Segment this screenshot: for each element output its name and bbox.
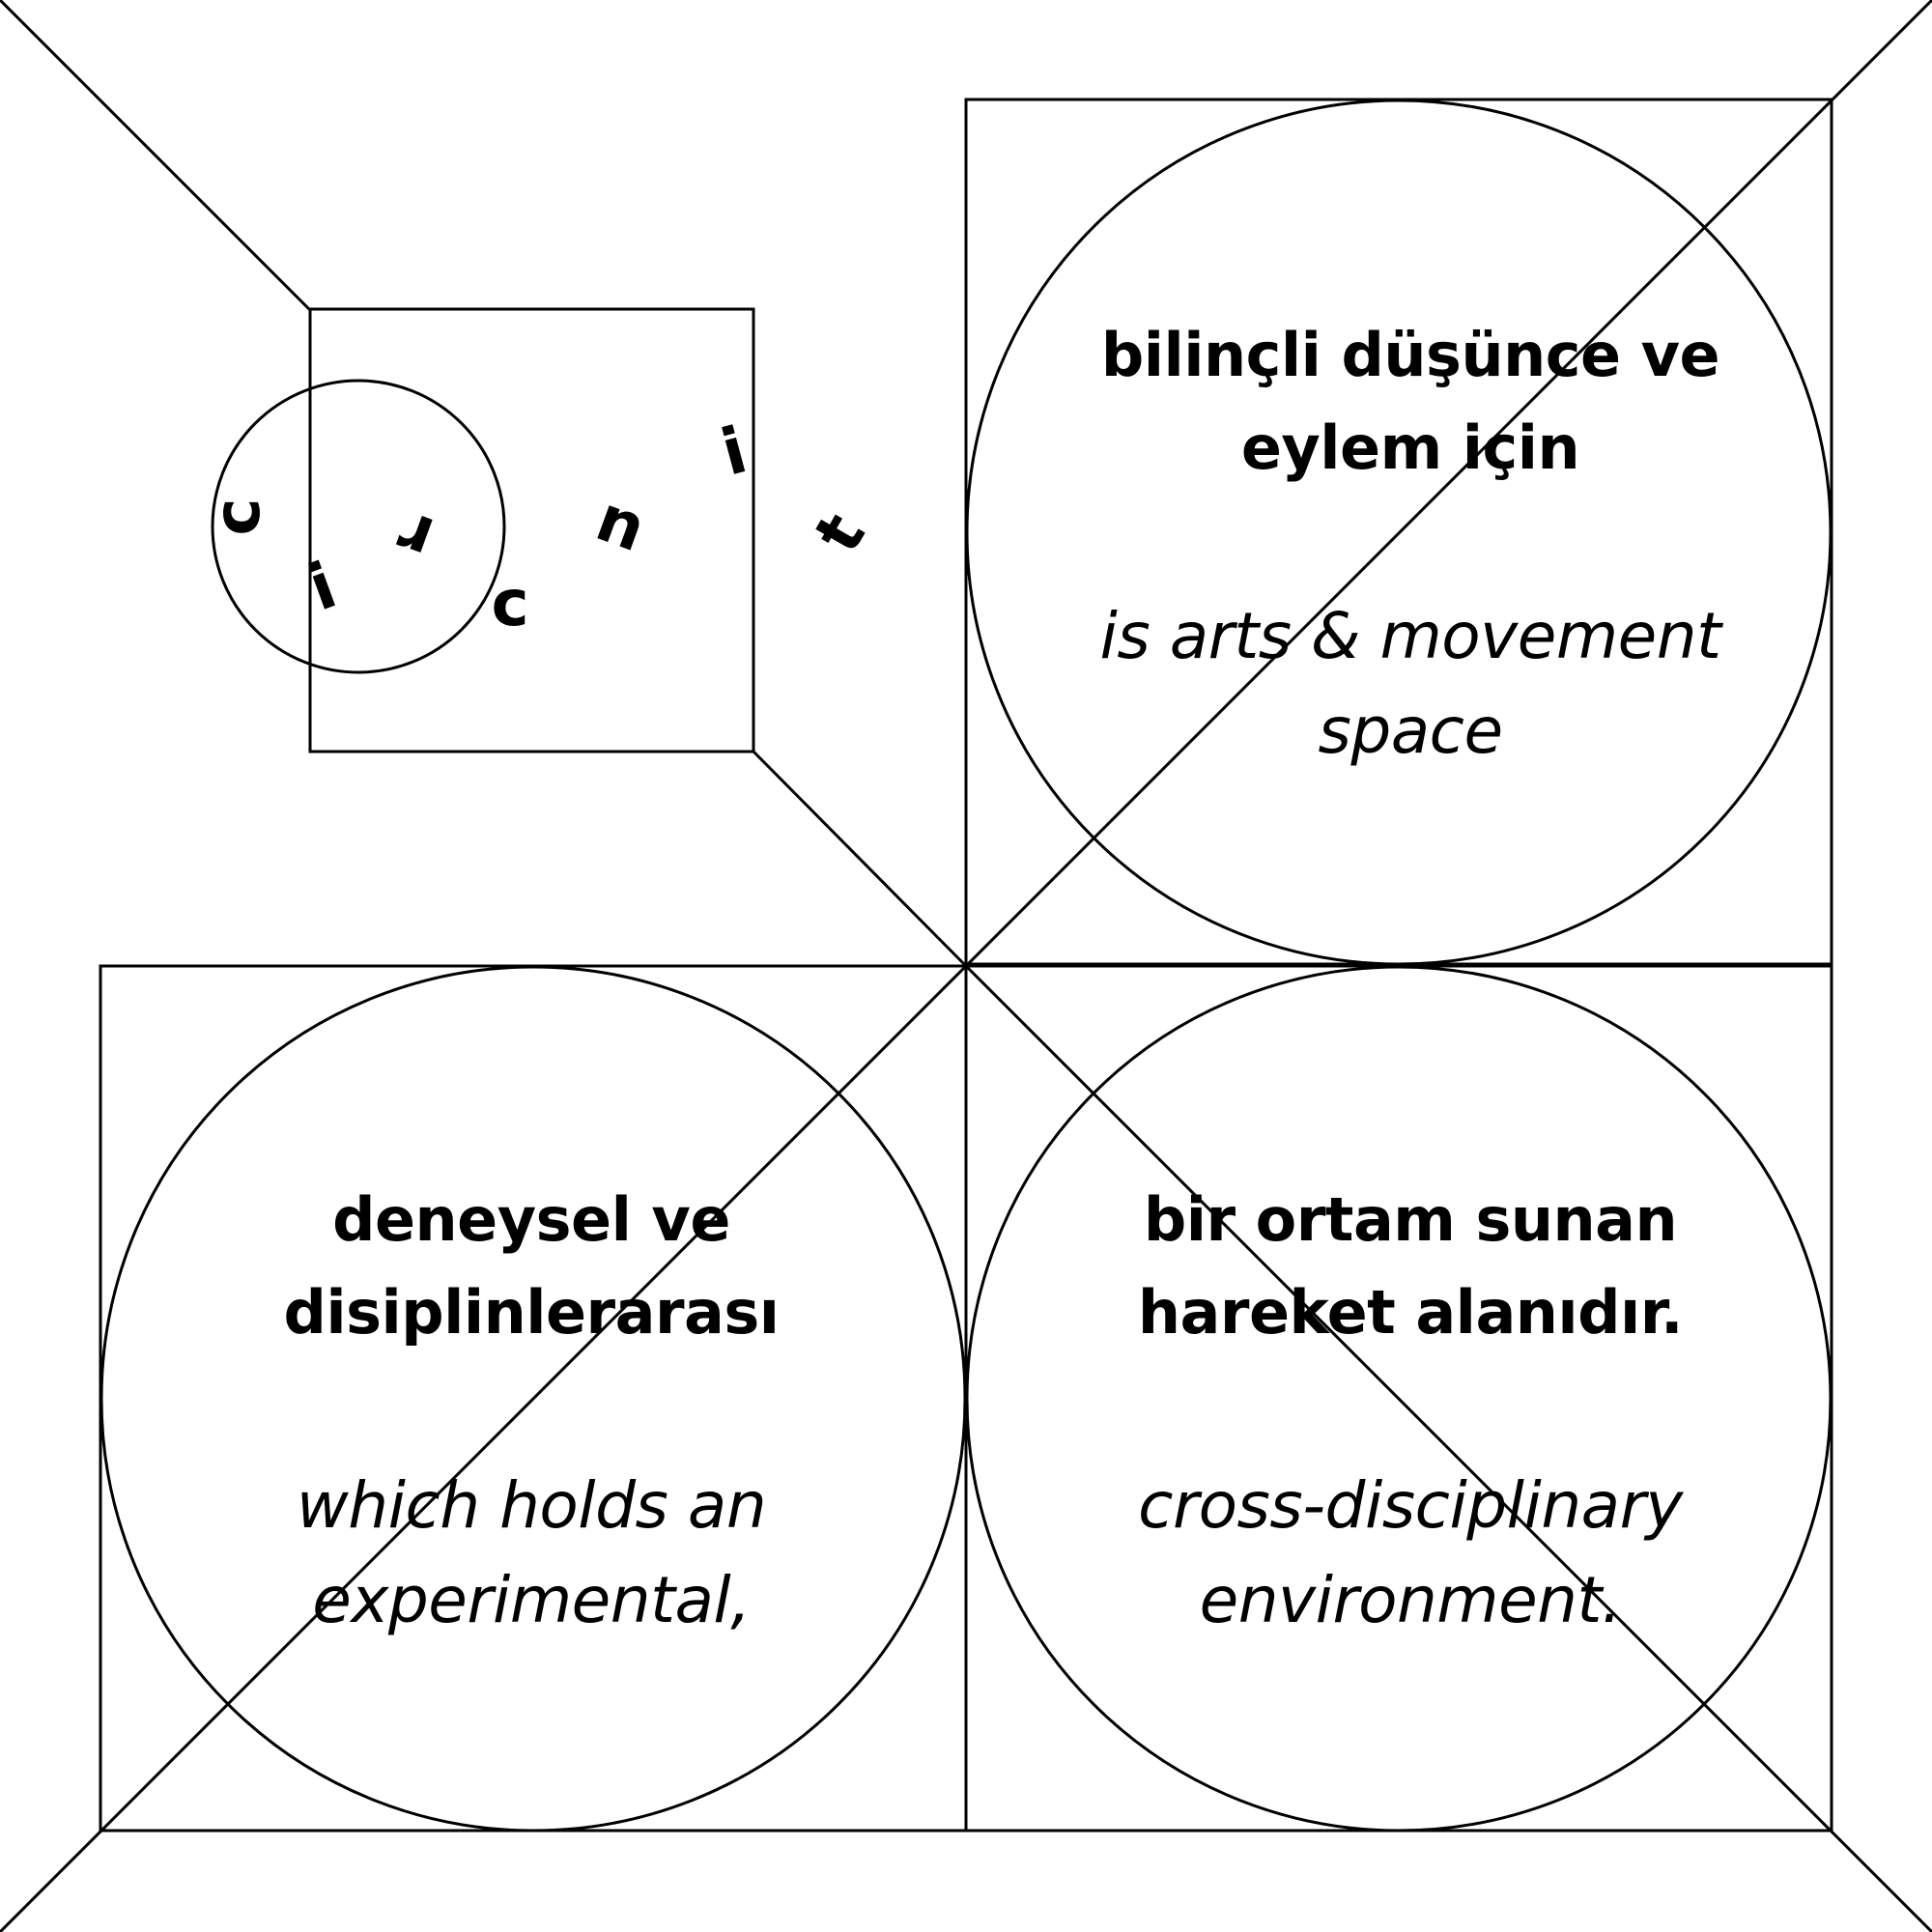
text-line: space: [1318, 694, 1503, 768]
bottom-right-turkish-text: bir ortam sunan hareket alanıdır.: [1043, 1174, 1777, 1359]
top-right-english-text: is arts & movement space: [1043, 589, 1777, 779]
text-line: is arts & movement: [1099, 599, 1721, 673]
logo-circle: [211, 379, 506, 674]
logo-letter-c1: c: [200, 497, 274, 536]
text-line: environment.: [1199, 1563, 1622, 1637]
logo-letter-c2: c: [491, 566, 529, 640]
bottom-left-english-text: which holds an experimental,: [164, 1459, 898, 1648]
text-line: hareket alanıdır.: [1137, 1277, 1684, 1348]
circle-top-right: [965, 99, 1833, 966]
text-line: experimental,: [312, 1563, 751, 1637]
text-line: deneysel ve: [332, 1184, 730, 1255]
top-right-turkish-text: bilinçli düşünce ve eylem için: [1043, 309, 1777, 495]
text-line: which holds an: [296, 1468, 767, 1543]
circle-bottom-left: [99, 965, 967, 1833]
text-line: bir ortam sunan: [1143, 1184, 1678, 1255]
text-line: eylem için: [1240, 412, 1580, 483]
diagonal-line-bottom-right: [964, 964, 1932, 1932]
diagonal-line-center-left: [752, 750, 968, 968]
text-line: disiplinlerarası: [283, 1277, 780, 1348]
bottom-left-turkish-text: deneysel ve disiplinlerarası: [164, 1174, 898, 1359]
circle-bottom-right: [965, 965, 1833, 1833]
diagonal-line-top-left: [0, 0, 312, 312]
text-line: cross-disciplinary: [1138, 1468, 1683, 1543]
bottom-right-english-text: cross-disciplinary environment.: [1043, 1459, 1777, 1648]
text-line: bilinçli düşünce ve: [1100, 320, 1720, 390]
logo-square: [308, 307, 755, 753]
